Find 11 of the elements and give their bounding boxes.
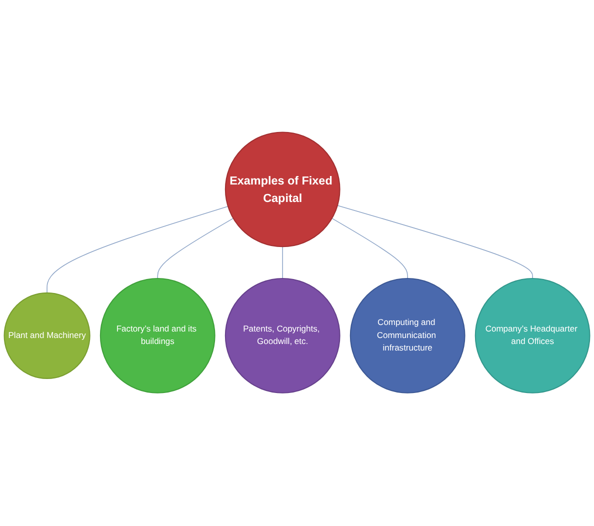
node-circle: Examples of Fixed Capital [224, 132, 340, 248]
connector [282, 246, 283, 280]
node-circle: Company’s Headquarter and Offices [474, 278, 590, 394]
connector [337, 206, 533, 280]
connector [332, 218, 408, 280]
node-circle: Plant and Machinery [4, 292, 90, 380]
connector [157, 218, 234, 280]
node-circle: Patents, Copyrights, Goodwill, etc. [224, 278, 340, 394]
node-circle: Factory’s land and its buildings [100, 278, 216, 394]
connector [46, 206, 228, 294]
node-circle: Computing and Communication infrastructure [350, 278, 466, 394]
